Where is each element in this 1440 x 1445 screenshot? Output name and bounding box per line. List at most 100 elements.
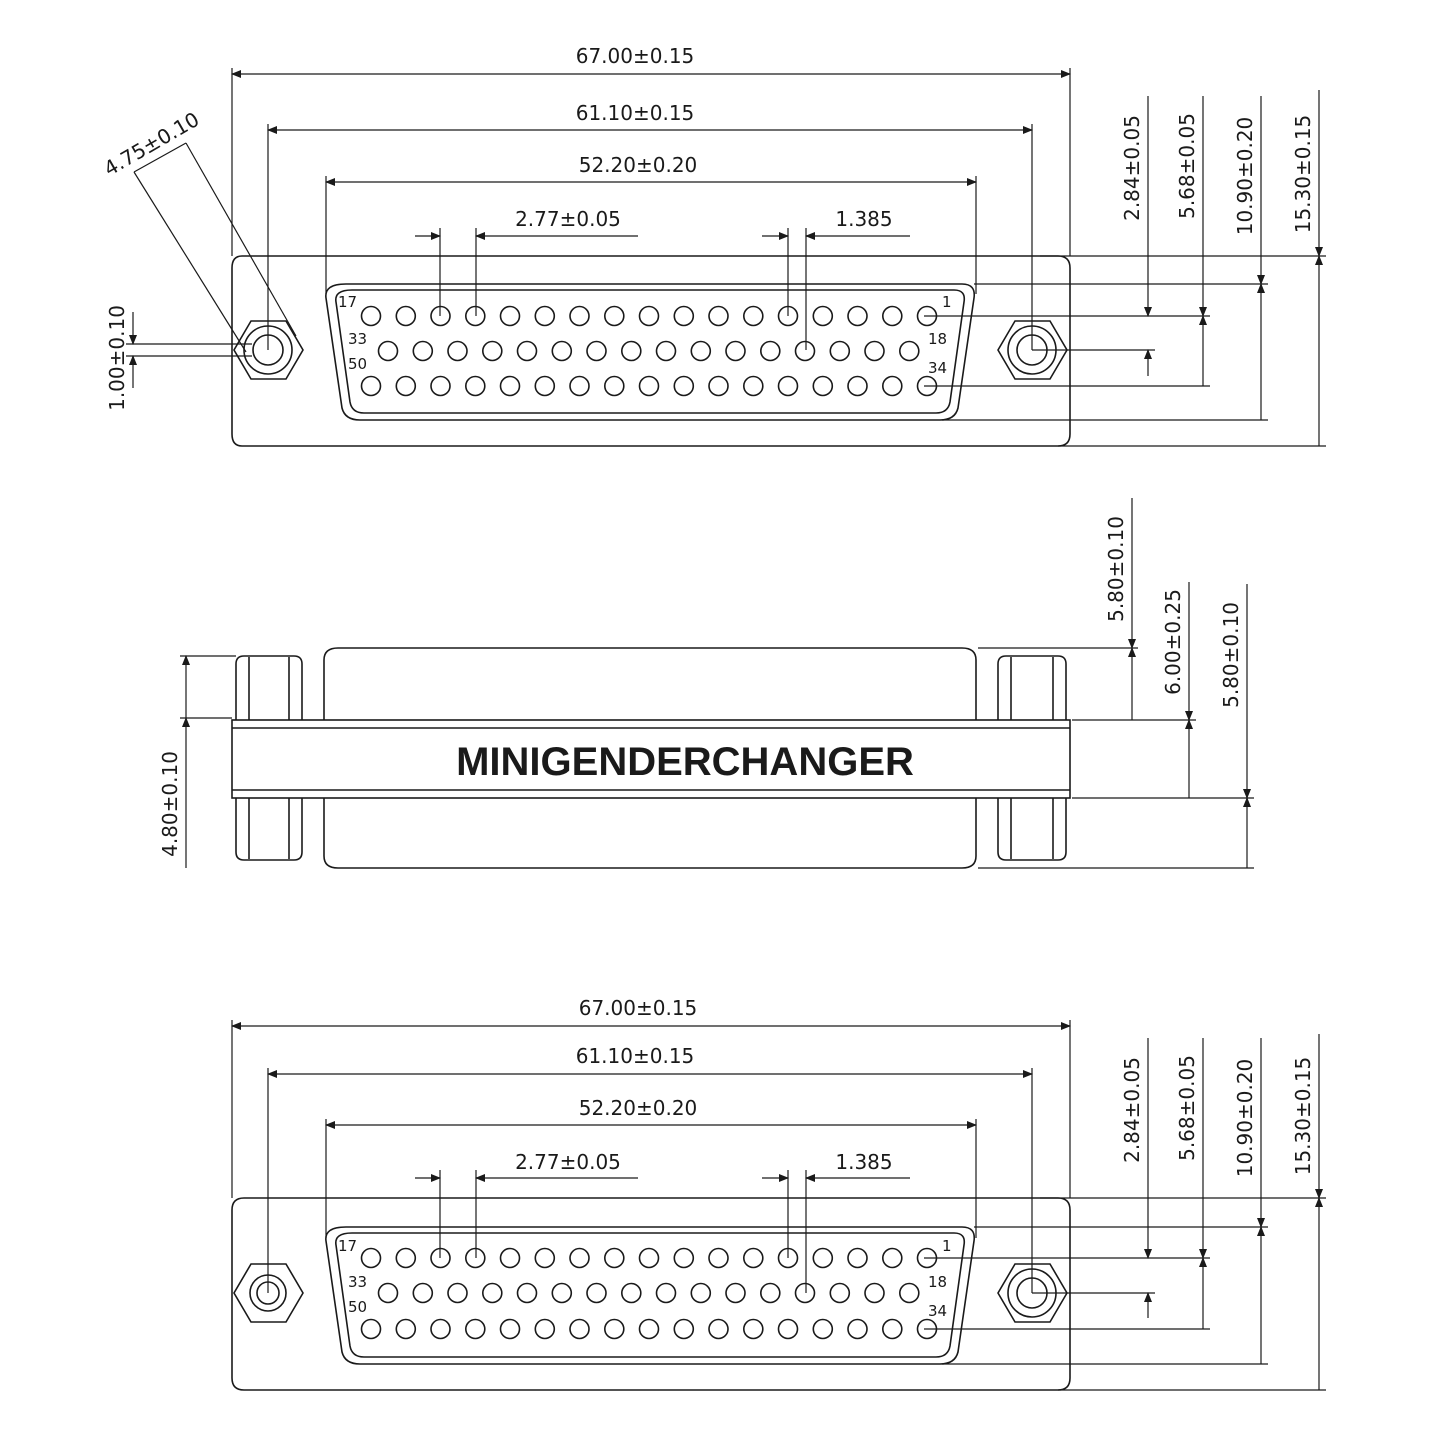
top-pin-row1-15 <box>847 305 868 327</box>
top-dim-overall-width: 67.00±0.15 <box>576 44 695 68</box>
bottom-dim-flange-height: 15.30±0.15 <box>1291 1057 1315 1176</box>
top-shell-inner <box>335 289 966 414</box>
bottom-pin-row2-10 <box>690 1282 712 1304</box>
top-pin-row3-12 <box>742 375 764 397</box>
bottom-pin-row2-11 <box>725 1282 746 1304</box>
side-left-lower-post <box>235 798 303 861</box>
side-view: MINIGENDERCHANGER <box>231 647 1071 869</box>
top-pin-row1-16 <box>881 305 903 327</box>
top-pin-row1-14 <box>812 305 834 327</box>
top-dimensions: 67.00±0.15 61.10±0.15 52.20±0.20 2.77±0.… <box>100 44 1326 447</box>
bottom-pin-row1-1 <box>360 1247 382 1269</box>
bottom-pin-row3-6 <box>534 1318 556 1340</box>
top-pin-row1-8 <box>603 305 625 327</box>
bottom-pin-row1-7 <box>569 1247 590 1269</box>
top-pin-row3-7 <box>569 375 590 397</box>
bottom-pin-label-50: 50 <box>348 1298 367 1316</box>
top-pin-row2-11 <box>725 340 746 362</box>
bottom-dim-overall-width: 67.00±0.15 <box>579 996 698 1020</box>
top-pin-row3-4 <box>464 375 486 397</box>
side-dim-flange-thickness: 4.80±0.10 <box>158 751 182 857</box>
side-lower-shell <box>323 798 977 869</box>
top-pin-label-50: 50 <box>348 355 367 373</box>
top-pin-row2-6 <box>551 340 573 362</box>
top-pin-row1-5 <box>499 305 521 327</box>
bottom-pin-label-33: 33 <box>348 1273 367 1291</box>
bottom-pin-row2-3 <box>447 1282 468 1304</box>
bottom-dim-row-offset: 1.385 <box>835 1150 892 1174</box>
top-dim-hole-diameter: 4.75±0.10 <box>100 107 204 181</box>
top-pin-row3-3 <box>430 375 451 397</box>
side-right-lower-post <box>997 798 1067 861</box>
bottom-pin-row3-16 <box>881 1318 903 1340</box>
bottom-shell-outer <box>325 1226 976 1365</box>
top-shell-outer <box>325 283 976 421</box>
bottom-pin-row2-8 <box>620 1282 642 1304</box>
top-pin-row2-13 <box>794 340 816 362</box>
bottom-pin-row1-15 <box>847 1247 868 1269</box>
side-upper-shell <box>323 647 977 720</box>
top-pin-row3-9 <box>638 375 660 397</box>
bottom-view <box>231 1197 1071 1391</box>
top-pin-row3-1 <box>360 375 382 397</box>
bottom-dim-row1-row2: 2.84±0.05 <box>1120 1057 1144 1163</box>
top-dim-shell-width: 52.20±0.20 <box>579 153 698 177</box>
top-dim-shell-height: 10.90±0.20 <box>1233 117 1257 236</box>
top-dim-flange-height: 15.30±0.15 <box>1291 115 1315 234</box>
bottom-pin-row3-1 <box>360 1318 382 1340</box>
bottom-pin-row3-9 <box>638 1318 660 1340</box>
side-flange-band <box>231 719 1071 799</box>
bottom-pin-row3-3 <box>430 1318 451 1340</box>
top-pin-label-18: 18 <box>928 330 947 348</box>
bottom-pin-row2-9 <box>655 1282 677 1304</box>
top-pin-row3-6 <box>534 375 556 397</box>
bottom-pin-row1-11 <box>708 1247 729 1269</box>
bottom-pin-row2-1 <box>377 1282 399 1304</box>
bottom-pin-row2-6 <box>551 1282 573 1304</box>
top-pin-labels: 17 1 33 18 50 34 <box>338 293 952 377</box>
top-dim-row1-row2: 2.84±0.05 <box>1120 115 1144 221</box>
top-dim-hole-offset: 1.00±0.10 <box>105 305 129 411</box>
side-dim-mid-height: 6.00±0.25 <box>1161 589 1185 695</box>
bottom-pin-row1-10 <box>673 1247 695 1269</box>
top-pin-row2-7 <box>586 340 607 362</box>
top-pin-row1-4 <box>464 305 486 327</box>
top-pin-row3-2 <box>395 375 417 397</box>
top-dim-row-offset: 1.385 <box>835 207 892 231</box>
bottom-pin-row2-2 <box>412 1282 434 1304</box>
top-pin-row2-10 <box>690 340 712 362</box>
bottom-pin-row2-4 <box>481 1282 503 1304</box>
top-view <box>231 255 1071 447</box>
top-dim-hole-pitch: 61.10±0.15 <box>576 101 695 125</box>
top-pin-row2-15 <box>864 340 885 362</box>
bottom-pin-row2-5 <box>516 1282 538 1304</box>
bottom-pin-row3-2 <box>395 1318 417 1340</box>
bottom-dim-shell-width: 52.20±0.20 <box>579 1096 698 1120</box>
bottom-pin-label-1: 1 <box>942 1237 952 1255</box>
top-pin-row1-1 <box>360 305 382 327</box>
bottom-pin-row1-16 <box>881 1247 903 1269</box>
top-pin-row2-16 <box>898 340 920 362</box>
top-pin-label-1: 1 <box>942 293 952 311</box>
top-pin-label-17: 17 <box>338 293 357 311</box>
bottom-pin-row3-10 <box>673 1318 695 1340</box>
bottom-pin-row2-12 <box>759 1282 781 1304</box>
bottom-pin-label-18: 18 <box>928 1273 947 1291</box>
bottom-pin-row1-6 <box>534 1247 556 1269</box>
bottom-pin-label-17: 17 <box>338 1237 357 1255</box>
bottom-pin-row3-15 <box>847 1318 868 1340</box>
top-dim-pin-pitch: 2.77±0.05 <box>515 207 621 231</box>
bottom-pin-row3-12 <box>742 1318 764 1340</box>
top-pin-row3-15 <box>847 375 868 397</box>
top-pin-label-33: 33 <box>348 330 367 348</box>
side-dimensions: 5.80±0.10 6.00±0.25 5.80±0.10 4.80±0.10 <box>158 498 1254 869</box>
bottom-pin-row3-14 <box>812 1318 834 1340</box>
bottom-pin-row3-5 <box>499 1318 521 1340</box>
top-pin-row1-6 <box>534 305 556 327</box>
bottom-pin-row1-12 <box>742 1247 764 1269</box>
bottom-dim-shell-height: 10.90±0.20 <box>1233 1059 1257 1178</box>
top-pin-row2-2 <box>412 340 434 362</box>
top-pin-row3-8 <box>603 375 625 397</box>
side-dim-upper-height: 5.80±0.10 <box>1104 516 1128 622</box>
